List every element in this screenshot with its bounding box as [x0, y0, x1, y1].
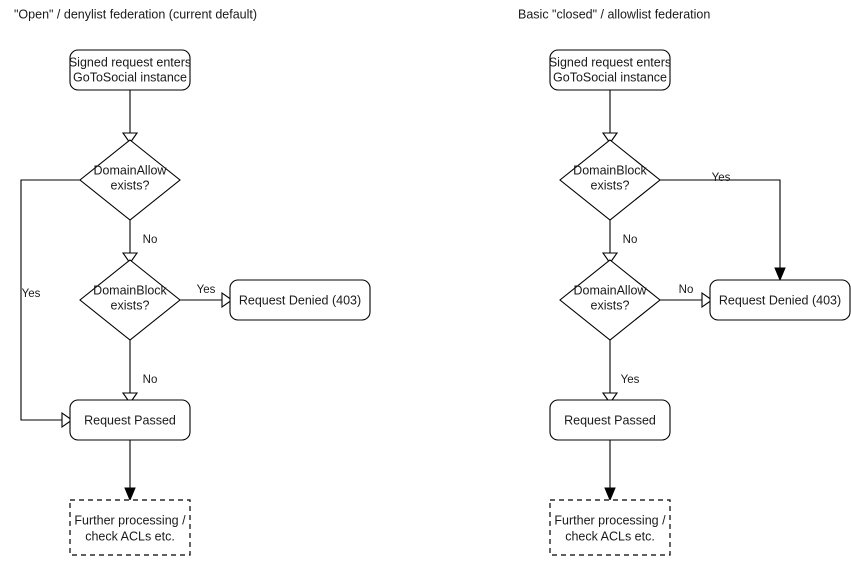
allowlist-request-denied-node[interactable]	[709, 279, 851, 321]
denylist-edge-label-block-no: No	[143, 374, 158, 386]
allowlist-further-processing-node[interactable]	[549, 499, 671, 556]
denylist-domainallow-label-line1: DomainAllow	[94, 163, 168, 177]
allowlist-edge-label-allow-no: No	[679, 284, 694, 296]
denylist-arrowhead-block-yes	[221, 291, 233, 309]
allowlist-request-denied-label: Request Denied (403)	[719, 293, 841, 307]
denylist-domainblock-label-line2: exists?	[111, 298, 150, 312]
allowlist-edge-label-allow-yes: Yes	[621, 374, 640, 386]
denylist-edge-allow-yes	[20, 179, 80, 421]
allowlist-arrowhead-passed-to-further	[604, 487, 616, 502]
allowlist-arrowhead-allow-yes	[601, 392, 619, 404]
allowlist-arrowhead-allow-no	[701, 291, 713, 309]
denylist-further-processing-label-line2: check ACLs etc.	[85, 529, 175, 543]
allowlist-arrowhead-entry-to-block	[601, 132, 619, 144]
denylist-arrowhead-passed-to-further	[124, 487, 136, 502]
allowlist-entry-label-line2: GoToSocial instance	[553, 70, 667, 84]
allowlist-arrowhead-block-yes	[774, 267, 786, 282]
denylist-request-denied-label: Request Denied (403)	[239, 293, 361, 307]
denylist-edge-label-block-yes: Yes	[197, 284, 216, 296]
denylist-arrowhead-allow-yes	[61, 411, 73, 429]
denylist-edge-label-allow-yes: Yes	[22, 288, 41, 300]
denylist-further-processing-label-line1: Further processing /	[74, 513, 186, 527]
denylist-arrowhead-entry-to-allow	[121, 132, 139, 144]
allowlist-edge-label-block-no: No	[623, 234, 638, 246]
denylist-edge-label-allow-no: No	[143, 234, 158, 246]
denylist-further-processing-node[interactable]	[69, 499, 191, 556]
allowlist-chart-title: Basic "closed" / allowlist federation	[518, 7, 710, 21]
allowlist-edge-label-block-yes: Yes	[712, 172, 731, 184]
allowlist-domainallow-label-line2: exists?	[591, 298, 630, 312]
denylist-request-denied-node[interactable]	[229, 279, 371, 321]
allowlist-further-processing-label-line1: Further processing /	[554, 513, 666, 527]
allowlist-domainallow-label-line1: DomainAllow	[574, 283, 648, 297]
allowlist-edge-block-yes	[660, 179, 781, 277]
denylist-entry-label-line2: GoToSocial instance	[73, 70, 187, 84]
allowlist-arrowhead-block-no	[601, 252, 619, 264]
denylist-domainblock-label-line1: DomainBlock	[93, 283, 167, 297]
denylist-arrowhead-allow-no	[121, 252, 139, 264]
allowlist-domainblock-label-line2: exists?	[591, 178, 630, 192]
denylist-domainallow-label-line2: exists?	[111, 178, 150, 192]
allowlist-further-processing-label-line2: check ACLs etc.	[565, 529, 655, 543]
denylist-request-passed-label: Request Passed	[84, 413, 176, 427]
allowlist-request-passed-label: Request Passed	[564, 413, 656, 427]
denylist-entry-label-line1: Signed request enters	[69, 55, 191, 69]
allowlist-entry-label-line1: Signed request enters	[549, 55, 671, 69]
allowlist-domainblock-label-line1: DomainBlock	[573, 163, 647, 177]
denylist-chart-title: "Open" / denylist federation (current de…	[14, 7, 257, 21]
denylist-arrowhead-block-no	[121, 392, 139, 404]
